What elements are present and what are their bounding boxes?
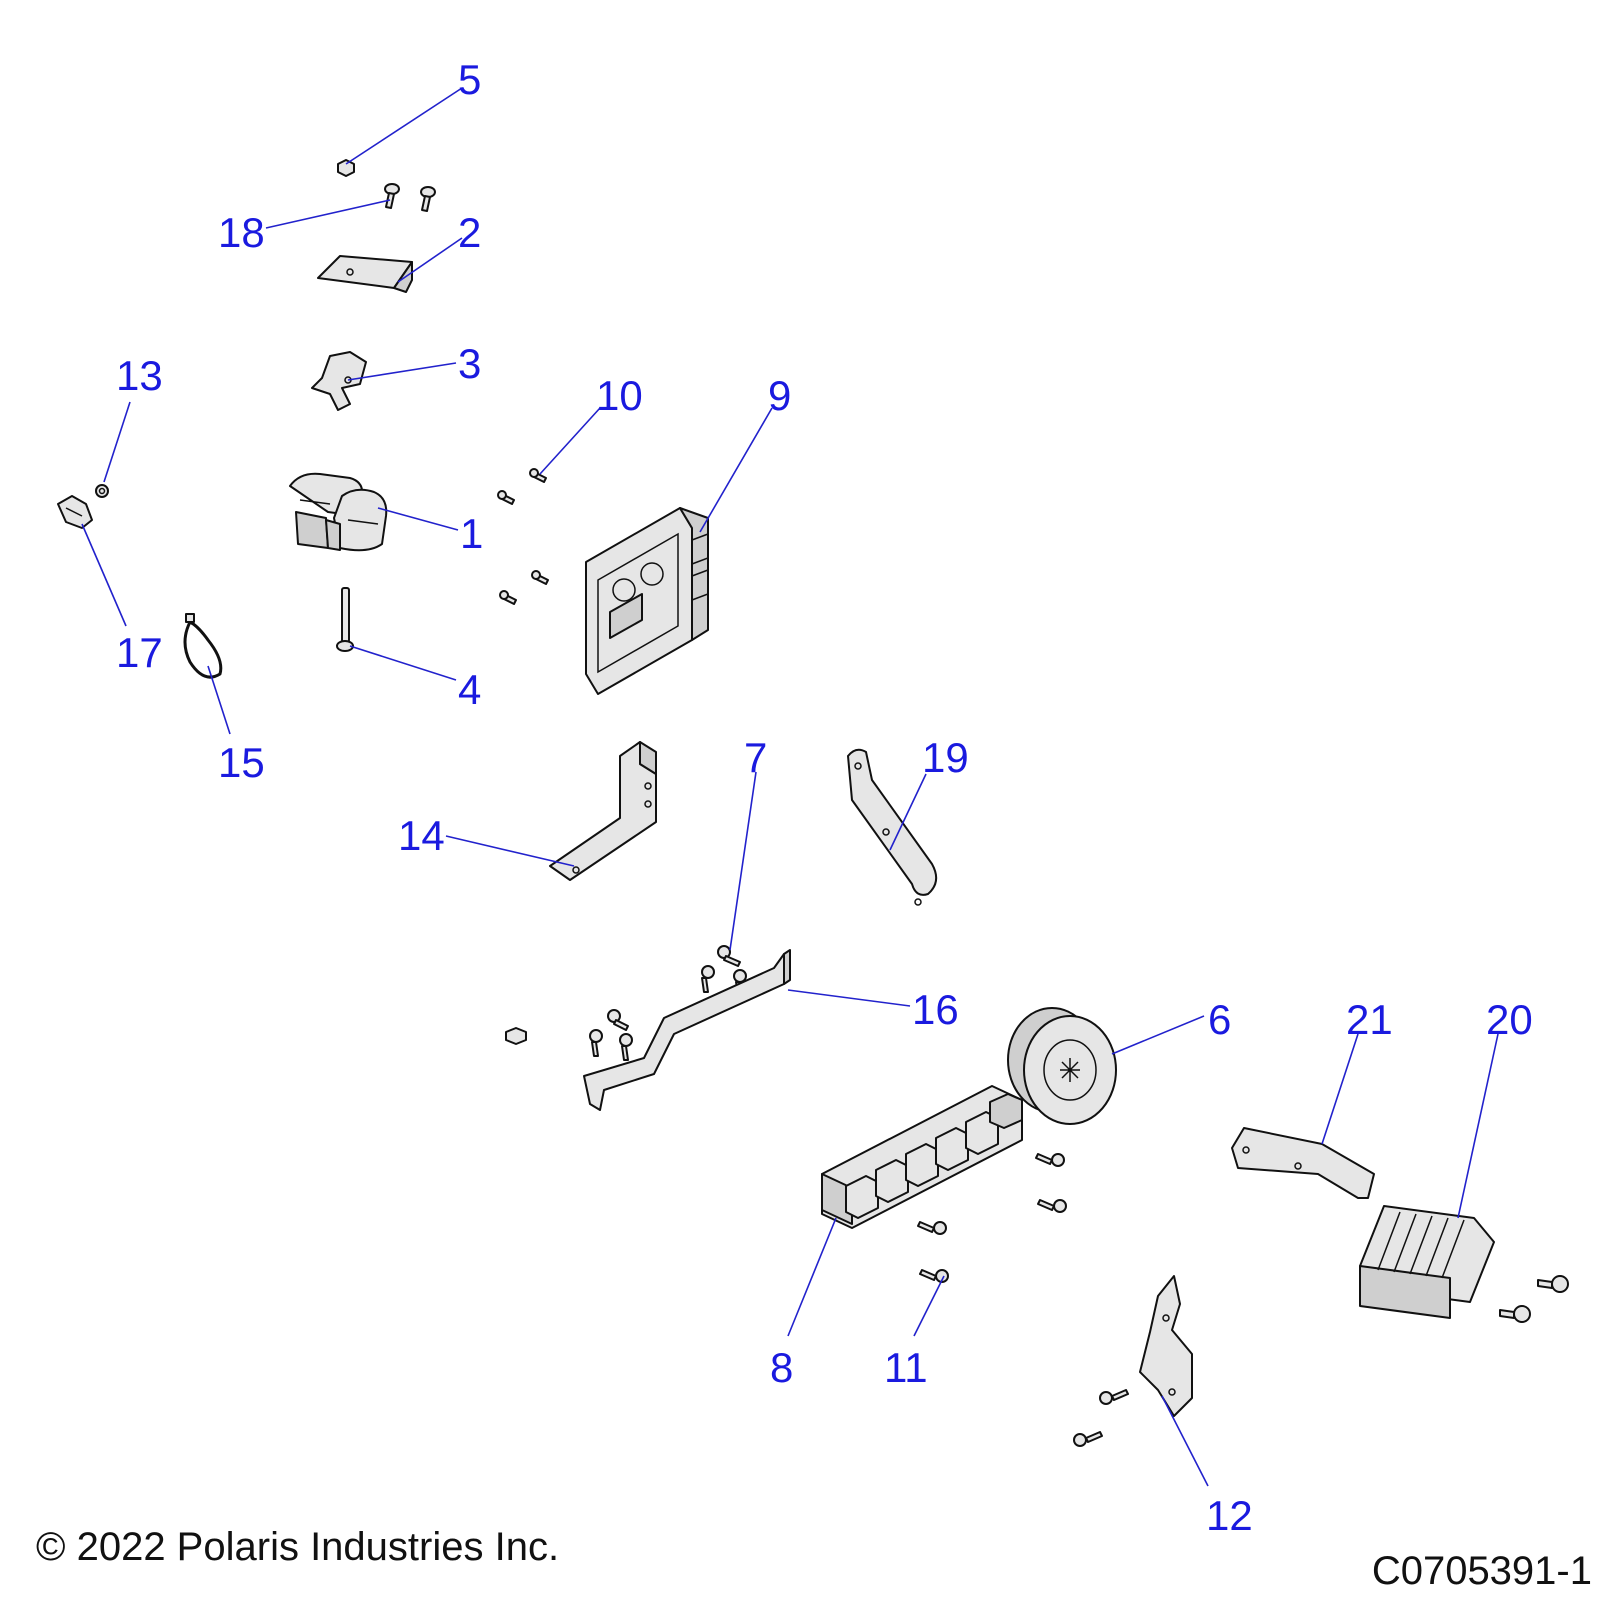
- part-2-bracket: [317, 255, 413, 293]
- leader-7: [729, 771, 757, 951]
- callout-14: 14: [398, 812, 445, 859]
- leader-11: [913, 1275, 945, 1337]
- callout-6: 6: [1208, 996, 1231, 1043]
- leader-21: [1321, 1033, 1359, 1145]
- callout-16: 16: [912, 986, 959, 1033]
- leader-6: [1111, 1015, 1205, 1055]
- callout-5: 5: [458, 56, 481, 103]
- callout-19: 19: [922, 734, 969, 781]
- leader-8: [787, 1217, 837, 1337]
- part-19-bracket: [847, 748, 938, 906]
- callout-4: 4: [458, 666, 481, 713]
- callout-2: 2: [458, 209, 481, 256]
- leader-10: [539, 407, 601, 475]
- callout-7: 7: [744, 734, 767, 781]
- callout-15: 15: [218, 739, 265, 786]
- leader-3: [347, 362, 457, 381]
- callout-18: 18: [218, 209, 265, 256]
- callout-10: 10: [596, 372, 643, 419]
- part-3-clip: [311, 351, 367, 411]
- part-5-nut: [337, 159, 355, 177]
- callout-3: 3: [458, 340, 481, 387]
- callout-21: 21: [1346, 996, 1393, 1043]
- leader-13: [103, 401, 131, 483]
- leader-17: [81, 523, 127, 627]
- leader-5: [345, 87, 463, 165]
- callout-labels: 5 18 2 3 13 10 9 1 17 4 15 7 19 14 16 6 …: [116, 56, 1533, 1539]
- leader-9: [699, 407, 773, 533]
- part-8-relay-box: [821, 1085, 1023, 1229]
- callout-9: 9: [768, 372, 791, 419]
- part-15-cable-tie: [183, 613, 223, 679]
- callout-12: 12: [1206, 1492, 1253, 1539]
- callout-1: 1: [460, 510, 483, 557]
- copyright-text: © 2022 Polaris Industries Inc.: [36, 1525, 559, 1569]
- part-12-bracket: [1073, 1275, 1193, 1447]
- callout-17: 17: [116, 629, 163, 676]
- leader-12: [1161, 1395, 1209, 1487]
- leader-16: [787, 989, 911, 1007]
- leader-4: [349, 645, 457, 681]
- callout-20: 20: [1486, 996, 1533, 1043]
- drawing-number: C0705391-1: [1372, 1549, 1592, 1593]
- leader-18: [265, 199, 391, 229]
- leader-lines: [81, 87, 1499, 1487]
- callout-8: 8: [770, 1344, 793, 1391]
- part-21-bracket: [1231, 1127, 1375, 1199]
- part-13-nut: [95, 484, 109, 498]
- part-1-ignition-coil: [289, 472, 388, 552]
- part-20-regulator: [1359, 1205, 1569, 1323]
- part-14-bracket: [549, 741, 657, 881]
- leader-19: [889, 773, 927, 851]
- leader-2: [397, 237, 463, 283]
- part-10-screws: [497, 468, 549, 605]
- part-4-bolt: [336, 587, 354, 652]
- part-7-screws: [505, 945, 747, 1061]
- leader-1: [377, 507, 459, 531]
- callout-13: 13: [116, 352, 163, 399]
- part-16-bracket: [583, 949, 791, 1111]
- leader-20: [1457, 1033, 1499, 1219]
- part-18-screws: [384, 183, 436, 212]
- part-6-pulley: [1007, 1007, 1117, 1125]
- part-11-screws: [917, 1153, 1067, 1283]
- callout-11: 11: [884, 1344, 928, 1391]
- part-9-ecu: [585, 507, 709, 695]
- part-17-clip: [57, 495, 93, 529]
- leader-15: [207, 665, 231, 735]
- leader-14: [445, 835, 575, 867]
